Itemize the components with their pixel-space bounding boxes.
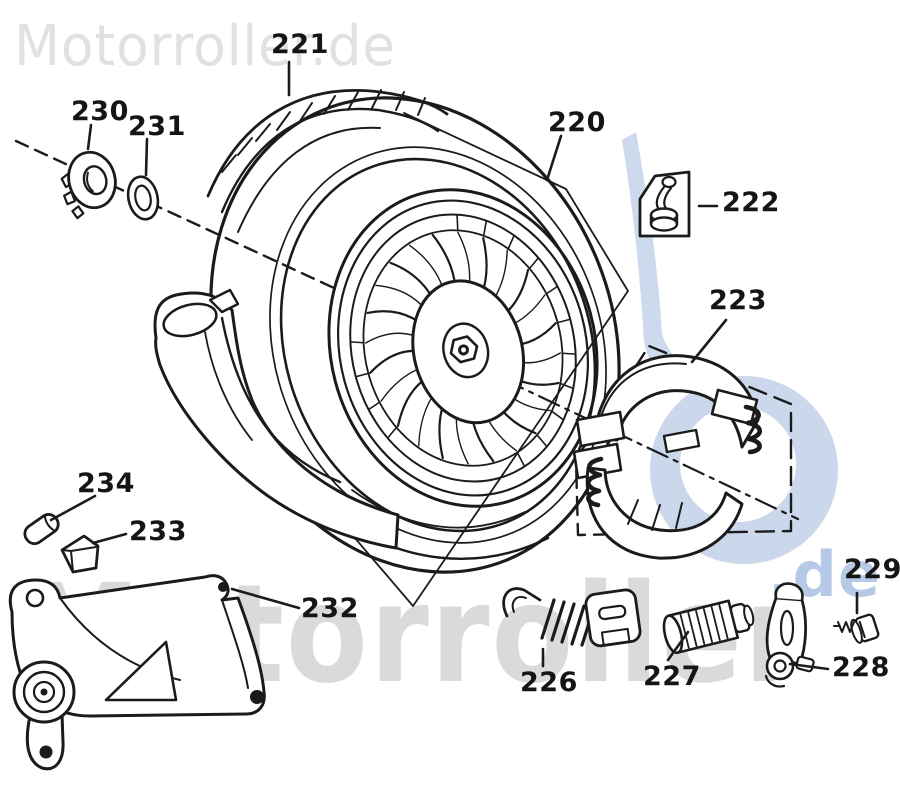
tire-valve-drawing — [638, 170, 691, 238]
watermark-brand-top: Motorroller.de — [14, 14, 397, 79]
part-label-220: 220 — [548, 107, 606, 138]
part-label-232: 232 — [301, 593, 359, 624]
part-label-230: 230 — [71, 96, 129, 127]
leader-lines — [49, 60, 859, 671]
bracket-drawing — [8, 574, 266, 771]
brake-shoes-drawing — [572, 344, 793, 560]
tire-tread-marks — [221, 89, 426, 173]
part-label-223: 223 — [709, 285, 767, 316]
part-label-221: 221 — [271, 29, 329, 60]
axle-hole — [449, 335, 479, 364]
rim-drawing — [327, 188, 599, 508]
adjuster-drawing — [502, 587, 642, 648]
part-label-228: 228 — [832, 652, 890, 683]
damper-234-drawing — [23, 513, 60, 545]
brake-spring-left — [586, 456, 604, 508]
brake-spring-right — [743, 404, 762, 455]
camshaft-drawing — [662, 599, 755, 655]
part-label-227: 227 — [643, 661, 701, 692]
part-label-226: 226 — [520, 667, 578, 698]
ornament-ring-hole — [680, 406, 796, 522]
axis-dashed-lines — [14, 139, 800, 521]
screw-drawing — [833, 613, 880, 644]
part-label-234: 234 — [77, 468, 135, 499]
part-label-233: 233 — [129, 516, 187, 547]
part-label-231: 231 — [128, 111, 186, 142]
part-label-229: 229 — [844, 554, 900, 585]
washer-drawing — [126, 175, 160, 221]
rim-ticks — [349, 214, 577, 467]
part-label-222: 222 — [722, 187, 780, 218]
brake-arm-drawing — [764, 582, 815, 688]
damper-233-drawing — [60, 534, 100, 574]
tire-drawing — [206, 89, 621, 574]
swingarm-duct-drawing — [153, 288, 400, 550]
axle-nut-drawing — [60, 150, 117, 220]
